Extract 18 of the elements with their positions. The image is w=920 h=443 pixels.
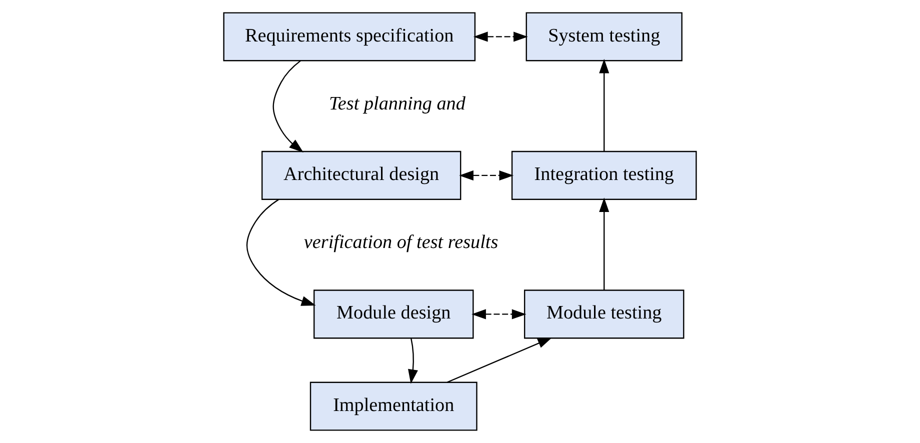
node-box: Module testing [524,290,684,339]
node-box: Integration testing [511,150,697,200]
arrow [272,60,304,153]
arrow [472,309,526,320]
arrow [459,170,514,180]
node-box: Module design [313,290,474,339]
arrow [599,58,610,152]
node-box: System testing [526,12,682,62]
arrow [246,199,316,306]
node-box: Requirements specification [223,12,476,62]
arrow [408,338,418,384]
arrow [599,198,610,290]
node-box: Implementation [310,382,478,431]
arrow [446,338,552,383]
arrow [473,32,528,42]
label: Test planning and [329,93,466,114]
label: verification of test results [304,232,498,254]
node-box: Architectural design [261,150,462,200]
